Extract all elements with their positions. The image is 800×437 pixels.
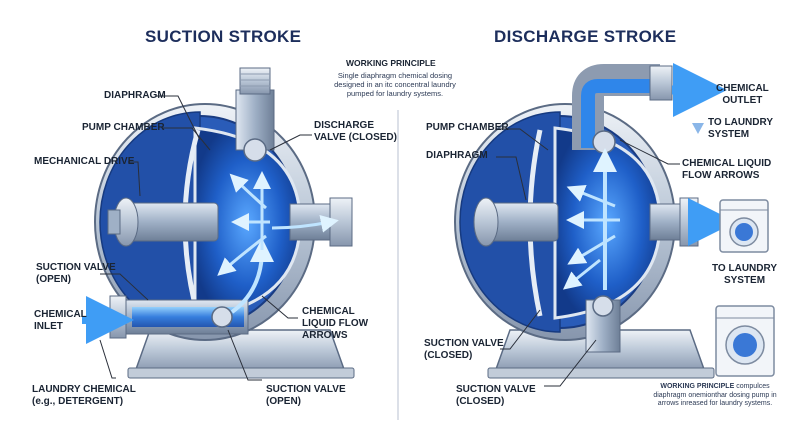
label-diaphragm-left: DIAPHRAGM <box>104 90 166 101</box>
title-suction-stroke: SUCTION STROKE <box>145 27 302 46</box>
title-discharge-stroke: DISCHARGE STROKE <box>494 27 677 46</box>
label-chemical-inlet: CHEMICAL INLET <box>34 309 87 332</box>
working-principle-text: Single diaphragm chemical dosing designe… <box>334 71 456 98</box>
label-suction-valve-closed-left: SUCTION VALVE (CLOSED) <box>424 338 504 361</box>
leader-lines-right <box>496 128 680 387</box>
suction-pump <box>82 67 355 379</box>
bottom-note-heading: WORKING PRINCIPLE <box>660 383 735 390</box>
label-chemical-liquid-flow-right: CHEMICAL LIQUID FLOW ARROWS <box>682 158 772 181</box>
label-chemical-outlet: CHEMICAL OUTLET <box>716 83 769 106</box>
working-principle-heading: WORKING PRINCIPLE <box>346 58 436 68</box>
label-discharge-valve-closed: DISCHARGE VALVE (CLOSED) <box>314 120 397 143</box>
bottom-working-principle-note: WORKING PRINCIPLE compulces diaphragm on… <box>640 383 790 409</box>
washing-machine-large-icon <box>715 305 775 377</box>
label-to-laundry-system-top: TO LAUNDRY SYSTEM <box>708 117 773 140</box>
label-suction-valve-open-left: SUCTION VALVE (OPEN) <box>36 262 116 285</box>
label-chemical-liquid-flow-left: CHEMICAL LIQUID FLOW ARROWS <box>302 306 369 341</box>
washing-machine-icon <box>719 199 769 253</box>
leader-lines-left <box>99 95 312 381</box>
label-suction-valve-closed-bottom: SUCTION VALVE (CLOSED) <box>456 384 536 407</box>
bottom-note-text: compulces diaphragm onemionthar dosing p… <box>653 383 777 407</box>
label-diaphragm-right: DIAPHRAGM <box>426 150 488 161</box>
discharge-pump <box>454 63 736 379</box>
label-to-laundry-system-mid: TO LAUNDRY SYSTEM <box>712 263 777 286</box>
label-pump-chamber-left: PUMP CHAMBER <box>82 122 165 133</box>
label-mechanical-drive: MECHANICAL DRIVE <box>34 156 135 167</box>
label-laundry-chemical: LAUNDRY CHEMICAL (e.g., DETERGENT) <box>32 384 136 407</box>
label-suction-valve-open-bottom: SUCTION VALVE (OPEN) <box>266 384 346 407</box>
label-pump-chamber-right: PUMP CHAMBER <box>426 122 509 133</box>
